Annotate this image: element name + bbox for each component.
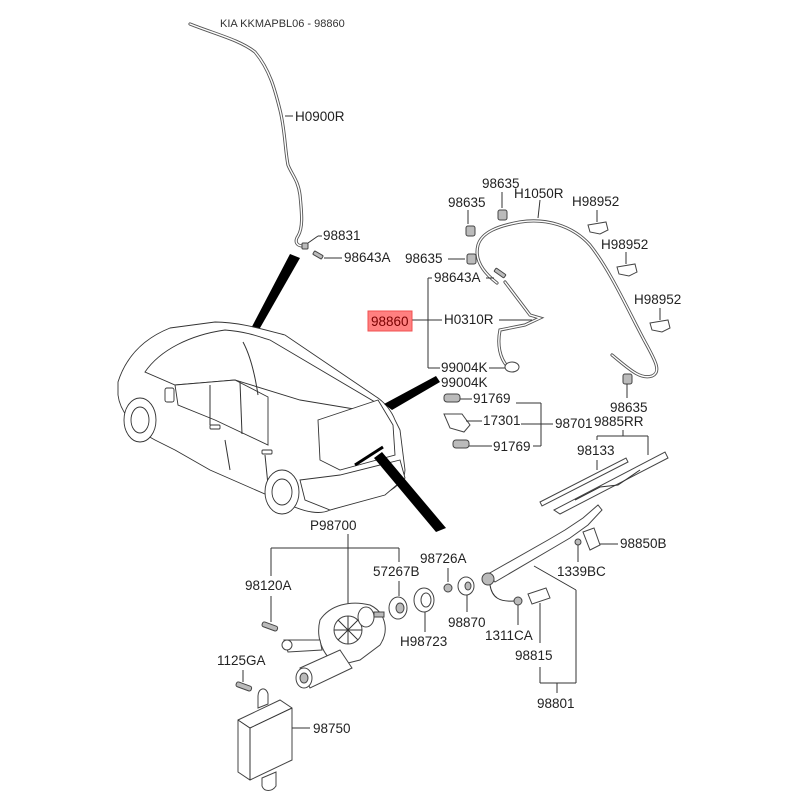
part-label-h98952-b[interactable]: H98952: [601, 237, 648, 252]
clip-98635: [465, 225, 476, 237]
part-label-h0900r[interactable]: H0900R: [295, 109, 345, 124]
part-label-98850b[interactable]: 98850B: [620, 536, 667, 551]
part-label-98643a-top[interactable]: 98643A: [344, 250, 391, 265]
check-valve-98831: [301, 242, 309, 250]
part-label-99004k-a[interactable]: 99004K: [441, 360, 488, 375]
bolt-1125ga: [235, 681, 253, 692]
clip-98635: [466, 253, 477, 265]
diagram-title: KIA KKMAPBL06 - 98860: [220, 18, 345, 30]
hose-h0900r: [188, 22, 305, 248]
part-label-98635-b[interactable]: 98635: [482, 176, 520, 191]
rubber-91769: [452, 439, 470, 449]
part-label-98870[interactable]: 98870: [448, 615, 486, 630]
part-label-98635-c[interactable]: 98635: [405, 251, 443, 266]
part-label-98831[interactable]: 98831: [323, 228, 361, 243]
wiper-motor-p98700: [281, 602, 386, 689]
nozzle-98643a-rear: [493, 267, 507, 279]
part-label-17301[interactable]: 17301: [483, 413, 521, 428]
bracket-h98952: [649, 319, 671, 333]
part-label-57267b[interactable]: 57267B: [373, 564, 420, 579]
part-label-98120a[interactable]: 98120A: [245, 578, 292, 593]
bracket-h98952: [587, 221, 609, 235]
bolt-98120a: [261, 621, 279, 632]
part-label-98643a[interactable]: 98643A: [434, 270, 481, 285]
pointer-wedge: [374, 452, 446, 532]
nozzle-98643a-front: [312, 250, 324, 260]
part-label-98815[interactable]: 98815: [515, 648, 553, 663]
clip-98635: [622, 373, 633, 385]
pointer-wedge: [384, 376, 440, 410]
vehicle-illustration: [117, 321, 406, 515]
part-label-98133[interactable]: 98133: [577, 443, 615, 458]
grommet-17301: [443, 413, 471, 433]
nut-1339bc: [574, 538, 582, 546]
part-label-91769-a[interactable]: 91769: [473, 391, 511, 406]
wiper-blade-9885rr: [553, 451, 669, 515]
connector-99004k: [504, 361, 520, 373]
part-label-1125ga[interactable]: 1125GA: [217, 653, 266, 668]
part-label-98635-d[interactable]: 98635: [610, 400, 648, 415]
hose-h0310r: [497, 280, 545, 368]
nut-98726a: [443, 583, 453, 593]
clip-98635: [497, 209, 508, 221]
part-label-h98952-a[interactable]: H98952: [572, 194, 619, 209]
wiper-refill-98133: [539, 457, 629, 507]
cap-57267b: [388, 596, 408, 620]
part-label-p98700[interactable]: P98700: [310, 518, 357, 533]
part-label-1311ca[interactable]: 1311CA: [485, 628, 533, 643]
pointer-wedge: [246, 254, 300, 342]
part-label-98860[interactable]: 98860: [371, 314, 409, 329]
part-label-h0310r[interactable]: H0310R: [444, 312, 494, 327]
cover-98815: [527, 587, 551, 605]
rubber-91769: [443, 393, 461, 403]
nut-1311ca: [489, 584, 523, 606]
part-label-99004k-b[interactable]: 99004K: [441, 375, 488, 390]
part-label-h98952-c[interactable]: H98952: [634, 292, 681, 307]
bracket-h98952: [616, 263, 638, 277]
highlighted-part-98860[interactable]: 98860: [367, 310, 413, 332]
part-label-98726a[interactable]: 98726A: [420, 551, 467, 566]
part-label-91769-b[interactable]: 91769: [493, 439, 531, 454]
part-label-98801[interactable]: 98801: [537, 696, 575, 711]
cap-98850b: [582, 527, 601, 551]
part-label-h98723[interactable]: H98723: [400, 634, 447, 649]
part-label-h1050r[interactable]: H1050R: [514, 186, 564, 201]
bushing-98870: [457, 576, 475, 596]
part-label-1339bc[interactable]: 1339BC: [557, 564, 606, 579]
part-label-98701[interactable]: 98701: [555, 416, 593, 431]
hose-h1050r: [475, 219, 659, 379]
grommet-h98723: [413, 587, 435, 613]
control-unit-98750: [237, 688, 293, 791]
part-label-98750[interactable]: 98750: [313, 721, 351, 736]
wiper-arm-98815: [481, 504, 603, 586]
part-label-9885rr[interactable]: 9885RR: [594, 414, 644, 429]
part-label-98635-a[interactable]: 98635: [448, 195, 486, 210]
